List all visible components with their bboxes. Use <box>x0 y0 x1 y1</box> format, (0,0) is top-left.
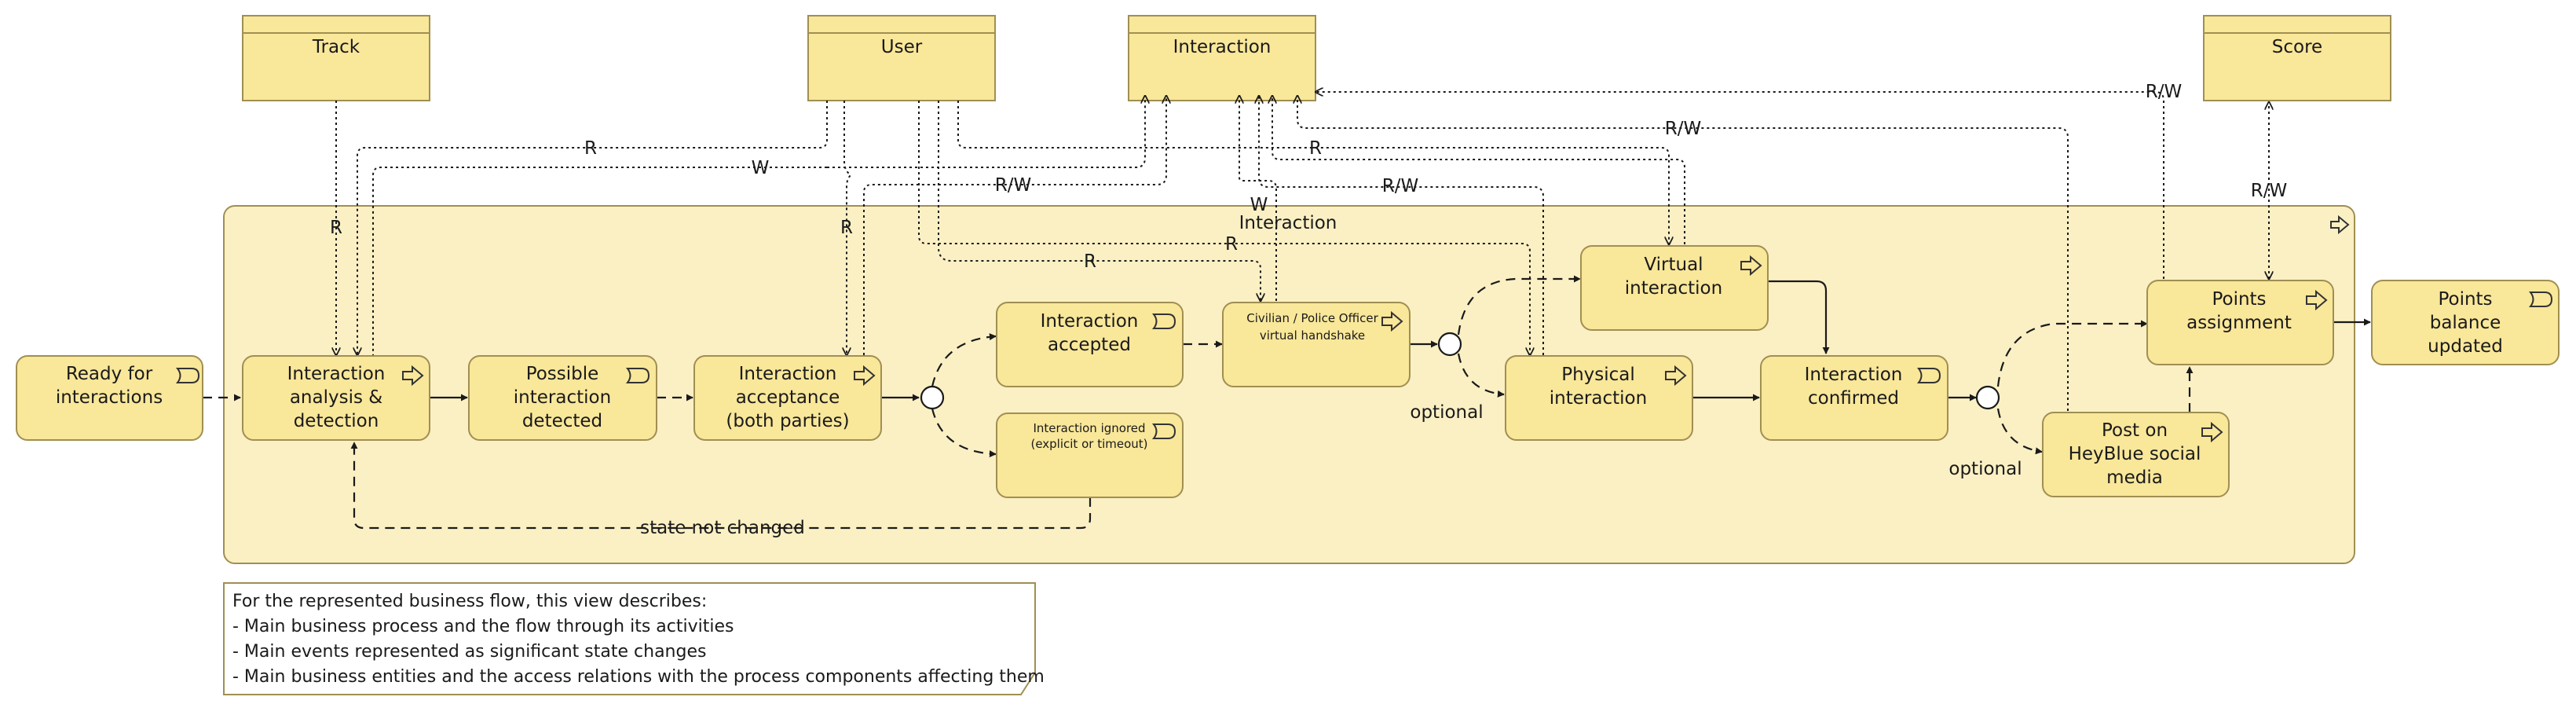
label-acceptance-rw: R/W <box>995 175 1031 196</box>
process-arrow-icon <box>2306 289 2328 311</box>
process-arrow-icon <box>1740 255 1762 277</box>
process-arrow-icon <box>1381 310 1403 332</box>
label-user-handshake-r: R <box>1084 251 1096 272</box>
access-post-interaction-rw <box>1297 96 2069 438</box>
process-arrow-icon <box>2201 421 2223 443</box>
note-line-3: - Main events represented as significant… <box>232 642 706 662</box>
object-track-title: Track <box>312 37 360 57</box>
label-post-rw: R/W <box>1665 119 1701 139</box>
label-user-analysis-w: W <box>752 158 770 178</box>
label-state-not-changed: state not changed <box>640 518 805 538</box>
label-track-r: R <box>330 218 342 238</box>
object-interaction[interactable]: Interaction <box>1128 15 1316 101</box>
process-arrow-icon <box>402 365 424 387</box>
label-points-interaction-rw: R/W <box>2146 82 2182 102</box>
object-track[interactable]: Track <box>242 15 430 101</box>
flow-relations <box>203 275 2371 530</box>
object-user-title: User <box>881 37 923 57</box>
flow-junction-virtual <box>1457 275 1581 336</box>
process-arrow-icon <box>1665 365 1687 387</box>
label-user-analysis-r: R <box>584 138 597 159</box>
node-ignored[interactable]: Interaction ignored(explicit or timeout) <box>996 412 1184 498</box>
access-interaction-analysis-w <box>827 96 1145 168</box>
node-ignored-label: Interaction ignored(explicit or timeout) <box>1030 421 1147 451</box>
flow-junction-physical <box>1457 353 1505 398</box>
event-icon <box>1916 368 1941 383</box>
event-icon <box>2528 292 2553 307</box>
access-handshake-interaction-w <box>1239 96 1277 301</box>
note-line-1: For the represented business flow, this … <box>232 592 707 611</box>
event-icon <box>625 368 650 383</box>
edge-labels: R R W R R/W R R Interaction W R/W R R/W … <box>330 82 2287 538</box>
access-user-analysis-w <box>372 167 827 355</box>
label-user-acceptance-r: R <box>840 218 853 238</box>
process-arrow-icon <box>2330 214 2350 235</box>
note-line-2: - Main business process and the flow thr… <box>232 617 734 636</box>
label-handshake-interaction: Interaction <box>1239 213 1337 233</box>
label-points-score-rw: R/W <box>2251 181 2287 201</box>
process-arrow-icon <box>854 365 876 387</box>
label-physical-rw: R/W <box>1382 176 1418 196</box>
description-note: For the represented business flow, this … <box>223 582 1045 695</box>
object-score-title: Score <box>2272 37 2322 57</box>
access-user-handshake-r <box>938 101 1261 301</box>
flow-junction-ignored <box>931 408 997 458</box>
access-relations <box>336 92 2269 438</box>
label-optional-2: optional <box>1948 459 2022 479</box>
label-handshake-w: W <box>1250 195 1268 215</box>
object-score[interactable]: Score <box>2203 15 2391 101</box>
access-acceptance-interaction-rw <box>863 96 1166 355</box>
junction-after-handshake <box>1437 332 1462 357</box>
note-line-4: - Main business entities and the access … <box>232 667 1045 687</box>
label-user-virtual-r: R <box>1309 138 1322 159</box>
object-interaction-title: Interaction <box>1173 37 1272 57</box>
access-virtual-interaction-rw <box>1272 96 1685 244</box>
flow-junction-points <box>1996 320 2148 387</box>
label-optional-1: optional <box>1410 402 1483 423</box>
event-icon <box>1151 424 1176 439</box>
access-user-physical-r <box>918 101 1530 355</box>
event-icon <box>1151 314 1176 329</box>
event-icon <box>175 368 200 383</box>
label-user-physical-r: R <box>1225 234 1238 255</box>
flow-ignored-analysis <box>350 442 1092 530</box>
junction-after-acceptance <box>920 385 945 410</box>
object-user[interactable]: User <box>807 15 996 101</box>
flow-virtual-confirmed <box>1768 280 1830 354</box>
flow-junction-post <box>1996 408 2043 455</box>
junction-after-confirmed <box>1975 385 2000 410</box>
